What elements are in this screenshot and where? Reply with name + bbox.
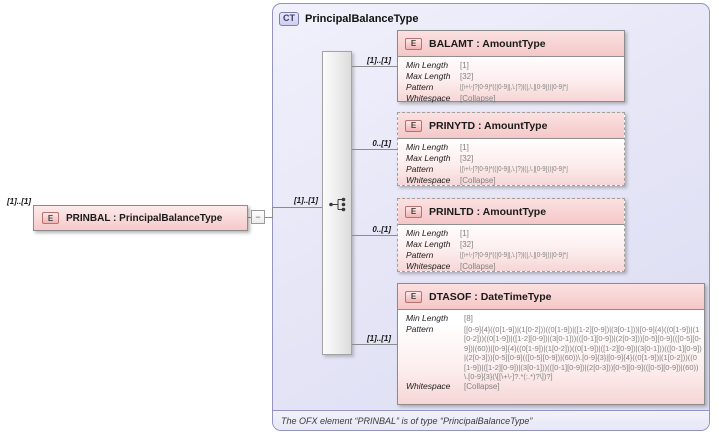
facet-label: Pattern <box>406 164 434 174</box>
facet-value: [1] <box>460 229 469 238</box>
element-icon: E <box>405 37 422 50</box>
element-icon: E <box>405 290 422 303</box>
collapse-toggle[interactable]: − <box>251 210 265 224</box>
cardinality-label-prinbal: [1]..[1] <box>7 197 31 206</box>
facet-row: Max Length [32] <box>406 239 624 250</box>
facet-value: [1] <box>460 61 469 70</box>
element-prinltd-label: PRINLTD : AmountType <box>429 205 547 218</box>
element-prinbal[interactable]: E PRINBAL : PrincipalBalanceType <box>33 205 248 231</box>
facet-label: Min Length <box>406 142 449 152</box>
element-icon: E <box>42 212 59 224</box>
facet-label: Min Length <box>406 60 449 70</box>
facet-row: Min Length [1] <box>406 228 624 239</box>
facet-row: Pattern [[\+\-]?[0-9]*(([0-9][,\.]?)|([,… <box>406 250 624 261</box>
facet-value: [32] <box>460 240 474 249</box>
facet-row: Pattern [[\+\-]?[0-9]*(([0-9][,\.]?)|([,… <box>406 164 624 175</box>
facet-label: Whitespace <box>406 93 451 103</box>
cardinality-label-prinltd: 0..[1] <box>372 225 391 234</box>
facet-row: Pattern [[\+\-]?[0-9]*(([0-9][,\.]?)|([,… <box>406 82 624 93</box>
facet-value: [Collapse] <box>464 382 500 392</box>
facet-row: Max Length [32] <box>406 71 624 82</box>
facet-value: [32] <box>460 72 474 81</box>
sequence-compositor[interactable] <box>322 51 352 355</box>
facet-row: Pattern [[0-9]{4}((0[1-9])|(1[0-2]))((0[… <box>406 324 704 381</box>
facet-row: Max Length [32] <box>406 153 624 164</box>
branch-line-prinltd <box>352 235 397 236</box>
facet-value: [[\+\-]?[0-9]*(([0-9][,\.]?)|([,\.][0-9]… <box>460 84 568 91</box>
element-balamt[interactable]: E BALAMT : AmountType Min Length [1] Max… <box>397 30 625 104</box>
connector-line <box>272 207 322 208</box>
facet-label: Max Length <box>406 71 451 81</box>
facet-row: Whitespace [Collapse] <box>406 381 704 392</box>
element-dtasof-label: DTASOF : DateTimeType <box>429 290 552 303</box>
facet-table: Min Length [1] Max Length [32] Pattern [… <box>398 139 624 186</box>
facet-label: Min Length <box>406 313 449 323</box>
element-prinltd-header: E PRINLTD : AmountType <box>398 199 624 225</box>
facet-row: Whitespace [Collapse] <box>406 93 624 104</box>
facet-label: Min Length <box>406 228 449 238</box>
facet-value: [Collapse] <box>460 262 496 271</box>
facet-label: Max Length <box>406 239 451 249</box>
sequence-icon <box>329 197 346 212</box>
cardinality-label-sequence: [1]..[1] <box>294 196 318 205</box>
facet-value: [32] <box>460 154 474 163</box>
footer-text: The OFX element “PRINBAL” is of type “Pr… <box>281 415 533 426</box>
complex-type-footer: The OFX element “PRINBAL” is of type “Pr… <box>273 410 709 430</box>
complex-type-badge: CT <box>279 12 299 26</box>
connector-jog <box>272 207 273 218</box>
element-prinbal-label: PRINBAL : PrincipalBalanceType <box>66 212 223 224</box>
element-icon: E <box>405 205 422 218</box>
facet-row: Whitespace [Collapse] <box>406 175 624 186</box>
facet-value: [8] <box>464 314 473 323</box>
facet-label: Pattern <box>406 250 434 260</box>
facet-label: Whitespace <box>406 261 451 271</box>
element-prinltd[interactable]: E PRINLTD : AmountType Min Length [1] Ma… <box>397 198 625 272</box>
facet-row: Min Length [1] <box>406 60 624 71</box>
branch-line-prinytd <box>352 149 397 150</box>
element-prinytd-header: E PRINYTD : AmountType <box>398 113 624 139</box>
facet-table: Min Length [1] Max Length [32] Pattern [… <box>398 57 624 104</box>
facet-label: Max Length <box>406 153 451 163</box>
facet-value: [[\+\-]?[0-9]*(([0-9][,\.]?)|([,\.][0-9]… <box>460 252 568 259</box>
cardinality-label-prinytd: 0..[1] <box>372 139 391 148</box>
facet-label: Pattern <box>406 82 434 92</box>
facet-row: Min Length [1] <box>406 142 624 153</box>
element-prinytd[interactable]: E PRINYTD : AmountType Min Length [1] Ma… <box>397 112 625 186</box>
facet-value: [[\+\-]?[0-9]*(([0-9][,\.]?)|([,\.][0-9]… <box>460 166 568 173</box>
facet-value: [Collapse] <box>460 94 496 103</box>
cardinality-label-dtasof: [1]..[1] <box>367 334 391 343</box>
branch-line-balamt <box>352 66 397 67</box>
element-balamt-label: BALAMT : AmountType <box>429 37 546 50</box>
element-balamt-header: E BALAMT : AmountType <box>398 31 624 57</box>
facet-value: [Collapse] <box>460 176 496 185</box>
facet-label: Pattern <box>406 324 434 334</box>
element-icon: E <box>405 119 422 132</box>
minus-icon: − <box>255 211 261 222</box>
element-dtasof[interactable]: E DTASOF : DateTimeType Min Length [8] P… <box>397 283 705 405</box>
complex-type-title: PrincipalBalanceType <box>305 13 419 25</box>
complex-type-header: CT PrincipalBalanceType <box>273 4 709 30</box>
branch-line-dtasof <box>352 344 397 345</box>
facet-table: Min Length [8] Pattern [[0-9]{4}((0[1-9]… <box>398 310 704 392</box>
facet-label: Whitespace <box>406 381 451 392</box>
element-prinytd-label: PRINYTD : AmountType <box>429 119 548 132</box>
facet-value: [[0-9]{4}((0[1-9])|(1[0-2]))((0[1-9])|([… <box>464 325 702 382</box>
facet-value: [1] <box>460 143 469 152</box>
facet-label: Whitespace <box>406 175 451 185</box>
facet-table: Min Length [1] Max Length [32] Pattern [… <box>398 225 624 272</box>
element-dtasof-header: E DTASOF : DateTimeType <box>398 284 704 310</box>
facet-row: Whitespace [Collapse] <box>406 261 624 272</box>
cardinality-label-balamt: [1]..[1] <box>367 56 391 65</box>
facet-row: Min Length [8] <box>406 313 704 324</box>
